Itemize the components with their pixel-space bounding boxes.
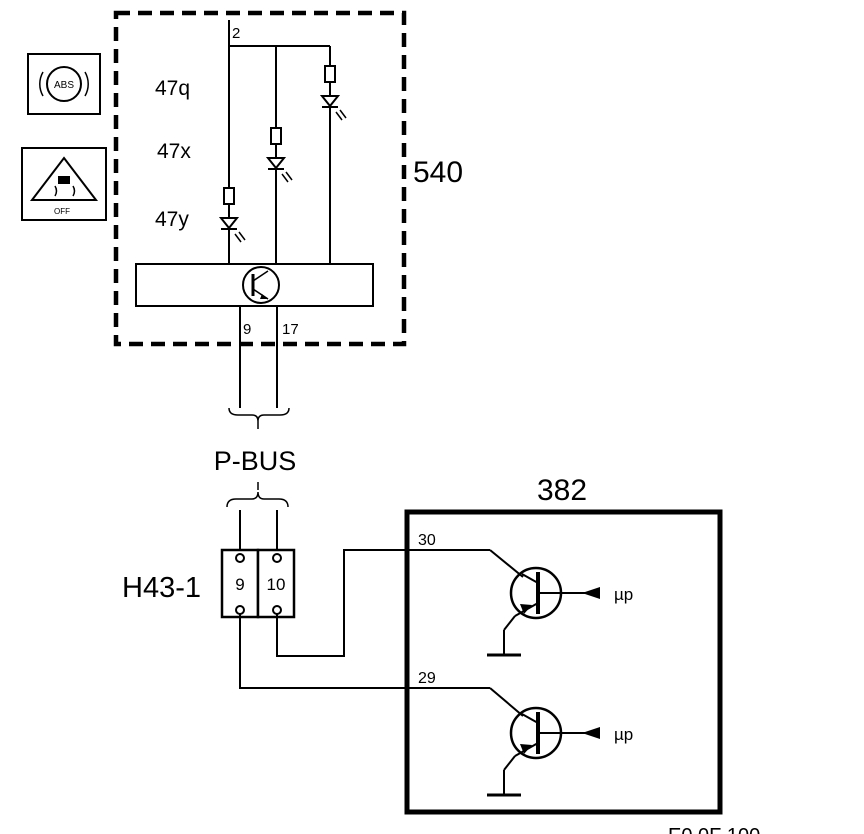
connector-label: H43-1 [122,572,201,604]
traction-control-off-icon: OFF [21,147,107,221]
pin-17-label: 17 [282,321,299,338]
footer-code: E0 0F 100 [668,825,760,834]
driver-label-lower: µp [614,725,633,744]
module-540: 540 2 47q 47x 47y [113,10,463,347]
transistor-540 [242,266,280,304]
pin-30-label: 30 [418,532,436,549]
module-382: 382 30 29 µp [404,474,723,815]
lamp-47x-label: 47x [157,140,191,163]
connector-pin-10-label: 10 [267,575,286,594]
connector-pin-9-label: 9 [235,575,244,594]
p-bus-brace-top [228,407,290,429]
lamp-47q-label: 47q [155,77,190,100]
abs-warning-icon: ABS [27,53,101,115]
p-bus-label: P-BUS [214,446,297,476]
module-540-label: 540 [413,156,463,189]
transistor-382-upper [487,549,600,657]
pin-9-label: 9 [243,321,251,338]
transistor-382-lower [487,687,600,797]
driver-label-upper: µp [614,585,633,604]
led-47y [218,187,246,243]
driver-block [135,263,374,307]
p-bus-brace-bottom [226,482,289,508]
abs-icon-text: ABS [54,80,74,91]
off-icon-text: OFF [54,207,70,216]
pin-29-label: 29 [418,670,436,687]
connector-h43-1: 9 10 H43-1 [122,548,296,619]
led-47q [319,65,347,121]
pin-2-label: 2 [232,25,240,42]
module-382-label: 382 [537,474,587,507]
led-47x [265,127,293,183]
lamp-47y-label: 47y [155,208,189,231]
